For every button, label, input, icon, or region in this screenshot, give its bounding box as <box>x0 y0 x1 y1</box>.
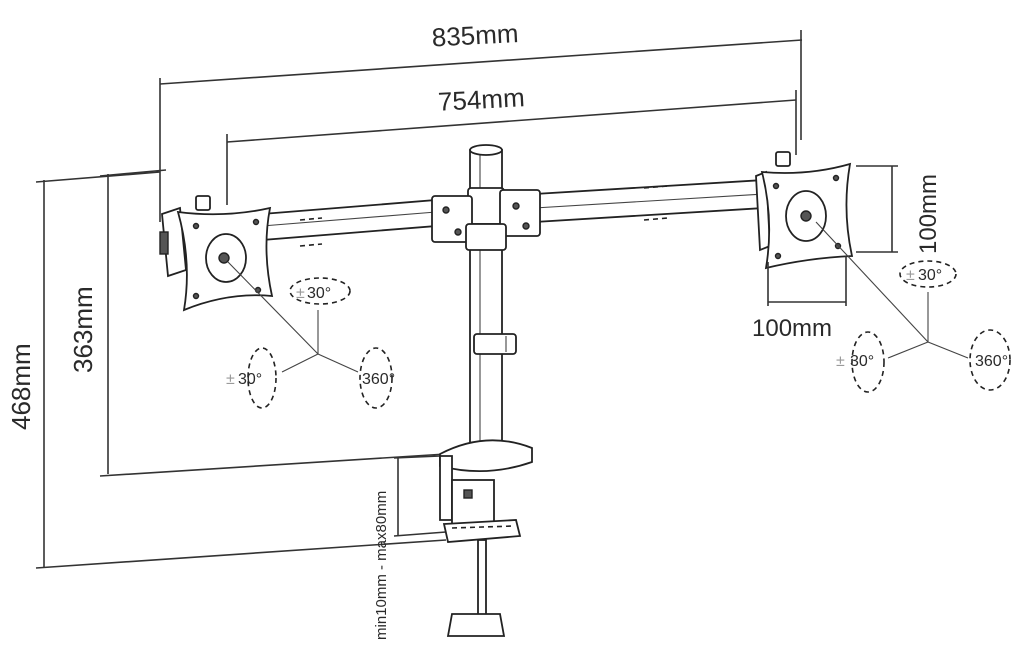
arm-width-dimension: 754mm <box>226 82 797 205</box>
right-rotate-arrow-icon <box>969 329 1011 391</box>
right-swivel-arrow-icon <box>851 331 885 393</box>
left-tilt-plusminus: ± <box>296 285 305 302</box>
clamp-range-label: min10mm - max80mm <box>373 491 390 640</box>
arm-height-label: 363mm <box>68 286 98 373</box>
cross-arm-left <box>261 195 473 247</box>
left-rotate-label: 360° <box>362 371 395 388</box>
right-swivel-label: 30° <box>850 353 874 370</box>
left-swivel-plusminus: ± <box>226 371 235 388</box>
mount-pole <box>467 144 517 451</box>
cross-arm-right <box>465 179 765 251</box>
right-rotation-indicators: ± 30° ± 30° 360° <box>815 221 1011 393</box>
left-vesa-plate <box>159 195 274 312</box>
overall-width-dimension: 835mm <box>159 18 803 222</box>
left-tilt-arrow-icon <box>289 277 351 305</box>
total-height-label: 468mm <box>6 343 36 430</box>
left-rotation-indicators: ± 30° ± 30° 360° <box>226 261 395 409</box>
right-tilt-plusminus: ± <box>906 267 915 284</box>
arm-width-label: 754mm <box>437 82 525 116</box>
desk-clamp <box>439 439 533 637</box>
arm-height-dimension: 363mm <box>68 169 447 477</box>
left-rotate-arrow-icon <box>359 347 393 409</box>
vesa-width-dimension: 100mm <box>752 256 847 342</box>
vesa-height-dimension: 100mm <box>856 165 942 254</box>
overall-width-label: 835mm <box>431 18 519 52</box>
vesa-height-label: 100mm <box>915 174 942 254</box>
total-height-dimension: 468mm <box>6 171 447 569</box>
right-rotate-label: 360° <box>975 353 1008 370</box>
right-tilt-label: 30° <box>918 267 942 284</box>
right-swivel-plusminus: ± <box>836 353 845 370</box>
right-tilt-arrow-icon <box>899 260 957 288</box>
left-swivel-label: 30° <box>238 371 262 388</box>
left-swivel-arrow-icon <box>247 347 277 409</box>
right-vesa-plate <box>755 151 854 270</box>
vesa-width-label: 100mm <box>752 315 832 342</box>
clamp-range-dimension: min10mm - max80mm <box>373 455 447 640</box>
left-tilt-label: 30° <box>307 285 331 302</box>
